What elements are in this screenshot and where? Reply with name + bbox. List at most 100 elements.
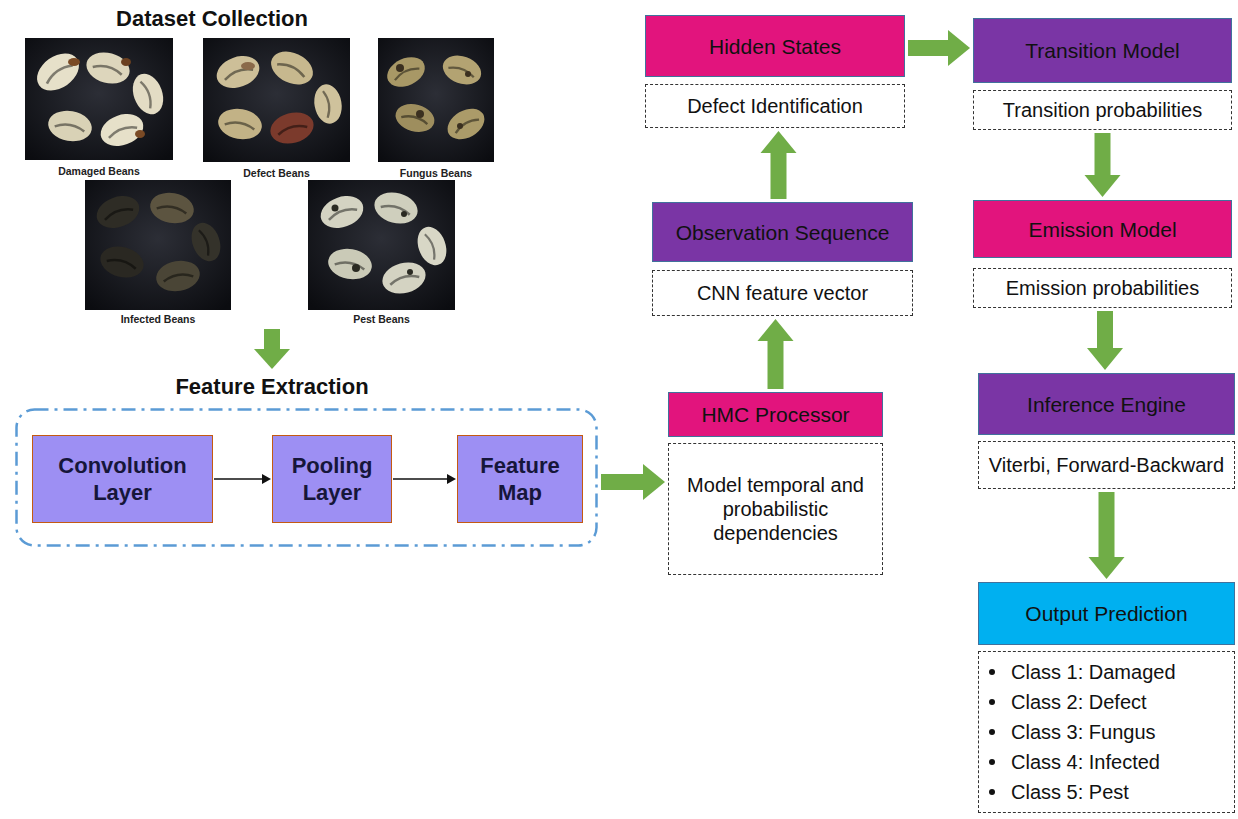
bullet-dot <box>989 789 995 795</box>
arrow-head <box>1085 175 1121 197</box>
arrow-head <box>643 464 665 500</box>
arrow-shaft <box>601 474 644 490</box>
block-arrow <box>601 464 665 500</box>
arrow-shaft <box>768 340 784 389</box>
arrow-shaft <box>1099 492 1115 558</box>
feature-extraction-group: Feature ExtractionConvolution Layer Pooli… <box>15 372 598 547</box>
defect-photo <box>203 38 350 162</box>
arrow-head <box>1089 557 1125 579</box>
block-arrow <box>1089 492 1125 579</box>
arrow-shaft <box>393 478 448 480</box>
body-text: Transition probabilities <box>1003 98 1202 122</box>
photo-caption: Infected Beans <box>75 312 241 326</box>
arrow-head <box>948 30 970 66</box>
bullet-dot <box>989 699 995 705</box>
arrow-shaft <box>1095 133 1111 176</box>
photo-caption: Damaged Beans <box>15 164 183 178</box>
bean-sample: Pest Beans <box>308 180 455 326</box>
arrow-head <box>1087 348 1123 370</box>
bullet-dot <box>989 729 995 735</box>
body-text: Emission probabilities <box>1006 276 1199 300</box>
header-box: Inference Engine <box>978 373 1235 435</box>
header-box: Transition Model <box>973 18 1232 83</box>
header-text: HMC Processor <box>701 402 849 427</box>
block-arrow <box>1087 311 1123 370</box>
fungus-photo <box>378 38 494 162</box>
bean-sample: Fungus Beans <box>378 38 494 180</box>
layer-label: Convolution Layer <box>39 452 206 506</box>
block-arrow <box>1085 133 1121 197</box>
group-heading: Dataset Collection <box>62 6 362 32</box>
header-box: HMC Processor <box>668 392 883 437</box>
header-text: Inference Engine <box>1027 392 1186 417</box>
layer-box: Feature Map <box>457 435 583 523</box>
body-box: Emission probabilities <box>973 268 1232 308</box>
body-text: Viterbi, Forward-Backward <box>989 453 1224 477</box>
header-box: Output Prediction <box>978 582 1235 645</box>
list-item-text: Class 1: Damaged <box>1011 657 1176 687</box>
thin-arrow <box>393 474 456 484</box>
body-text: CNN feature vector <box>697 281 868 305</box>
layer-label: Pooling Layer <box>279 452 385 506</box>
process-card: Hidden StatesDefect Identification <box>645 15 905 128</box>
list-item: Class 3: Fungus <box>989 717 1156 747</box>
photo-caption: Defect Beans <box>193 166 360 180</box>
process-card: Observation SequenceCNN feature vector <box>652 202 913 316</box>
list-item: Class 4: Infected <box>989 747 1160 777</box>
body-box: Viterbi, Forward-Backward <box>978 441 1235 489</box>
process-card: Emission ModelEmission probabilities <box>973 200 1232 308</box>
layer-box: Convolution Layer <box>32 435 213 523</box>
block-arrow <box>761 131 797 199</box>
bean-sample: Infected Beans <box>85 180 231 326</box>
list-item-text: Class 4: Infected <box>1011 747 1160 777</box>
header-box: Emission Model <box>973 200 1232 258</box>
pest-photo <box>308 180 455 310</box>
photo-caption: Fungus Beans <box>368 166 504 180</box>
infected-photo <box>85 180 231 310</box>
arrow-head <box>254 349 290 369</box>
body-box: Model temporal and probabilistic depende… <box>668 443 883 575</box>
list-item: Class 1: Damaged <box>989 657 1176 687</box>
body-box: CNN feature vector <box>652 270 913 316</box>
arrow-shaft <box>264 329 280 350</box>
body-box: Transition probabilities <box>973 90 1232 130</box>
arrow-shaft <box>1097 311 1113 349</box>
arrow-head <box>447 474 456 484</box>
body-text: Model temporal and probabilistic depende… <box>675 473 876 545</box>
list-item-text: Class 3: Fungus <box>1011 717 1156 747</box>
header-text: Hidden States <box>709 34 841 59</box>
list-item-text: Class 2: Defect <box>1011 687 1147 717</box>
bullet-dot <box>989 759 995 765</box>
arrow-head <box>761 131 797 153</box>
header-box: Observation Sequence <box>652 202 913 262</box>
process-card: Transition ModelTransition probabilities <box>973 18 1232 130</box>
process-card: Output PredictionClass 1: DamagedClass 2… <box>978 582 1235 813</box>
arrow-shaft <box>771 152 787 199</box>
block-arrow <box>908 30 970 66</box>
list-item: Class 5: Pest <box>989 777 1129 807</box>
body-box: Class 1: DamagedClass 2: DefectClass 3: … <box>978 651 1235 813</box>
block-arrow <box>254 329 290 369</box>
thin-arrow <box>214 474 271 484</box>
list-item: Class 2: Defect <box>989 687 1147 717</box>
process-card: HMC ProcessorModel temporal and probabil… <box>668 392 883 575</box>
bullet-dot <box>989 669 995 675</box>
list-item-text: Class 5: Pest <box>1011 777 1129 807</box>
arrow-head <box>262 474 271 484</box>
bean-sample: Damaged Beans <box>25 38 173 178</box>
body-box: Defect Identification <box>645 84 905 128</box>
block-arrow <box>758 319 794 389</box>
body-text: Defect Identification <box>687 94 863 118</box>
photo-caption: Pest Beans <box>298 312 465 326</box>
layer-label: Feature Map <box>464 452 576 506</box>
arrow-shaft <box>908 40 949 56</box>
group-heading: Feature Extraction <box>122 374 422 400</box>
damaged-photo <box>25 38 173 160</box>
header-text: Observation Sequence <box>676 220 890 245</box>
bean-sample: Defect Beans <box>203 38 350 180</box>
header-text: Emission Model <box>1028 217 1176 242</box>
dash-dot-rect <box>17 410 597 546</box>
process-card: Inference EngineViterbi, Forward-Backwar… <box>978 373 1235 489</box>
